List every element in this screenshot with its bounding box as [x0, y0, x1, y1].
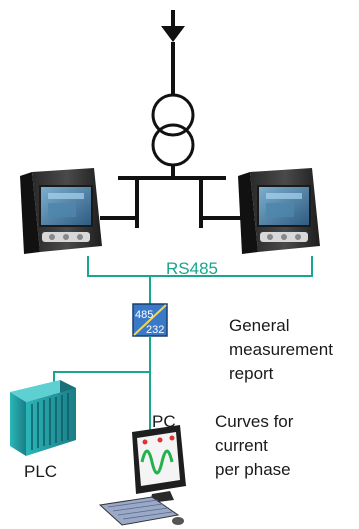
- converter-top-label: 485: [135, 309, 153, 321]
- note-line: measurement: [229, 340, 333, 359]
- plc-icon[interactable]: [10, 380, 76, 456]
- note-line: per phase: [215, 460, 291, 479]
- note-line: Curves for: [215, 412, 294, 431]
- power-meter-icon: [238, 168, 320, 254]
- rs485-label: RS485: [166, 259, 218, 278]
- note-line: report: [229, 364, 274, 383]
- converter-bottom-label: 232: [146, 324, 164, 336]
- pc-label: PC: [152, 412, 176, 431]
- power-meter-left[interactable]: [20, 168, 102, 254]
- converter-icon[interactable]: 485 232: [132, 303, 168, 337]
- power-meter-icon: [20, 168, 102, 254]
- incoming-feed: [161, 10, 185, 95]
- pc-icon[interactable]: [98, 425, 186, 526]
- note-line: current: [215, 436, 268, 455]
- power-meter-right[interactable]: [238, 168, 320, 254]
- plc-label: PLC: [24, 462, 58, 481]
- busbar: [100, 165, 248, 228]
- rs485-bus: [87, 256, 313, 304]
- transformer-icon: [151, 93, 195, 167]
- note-line: General: [229, 316, 290, 335]
